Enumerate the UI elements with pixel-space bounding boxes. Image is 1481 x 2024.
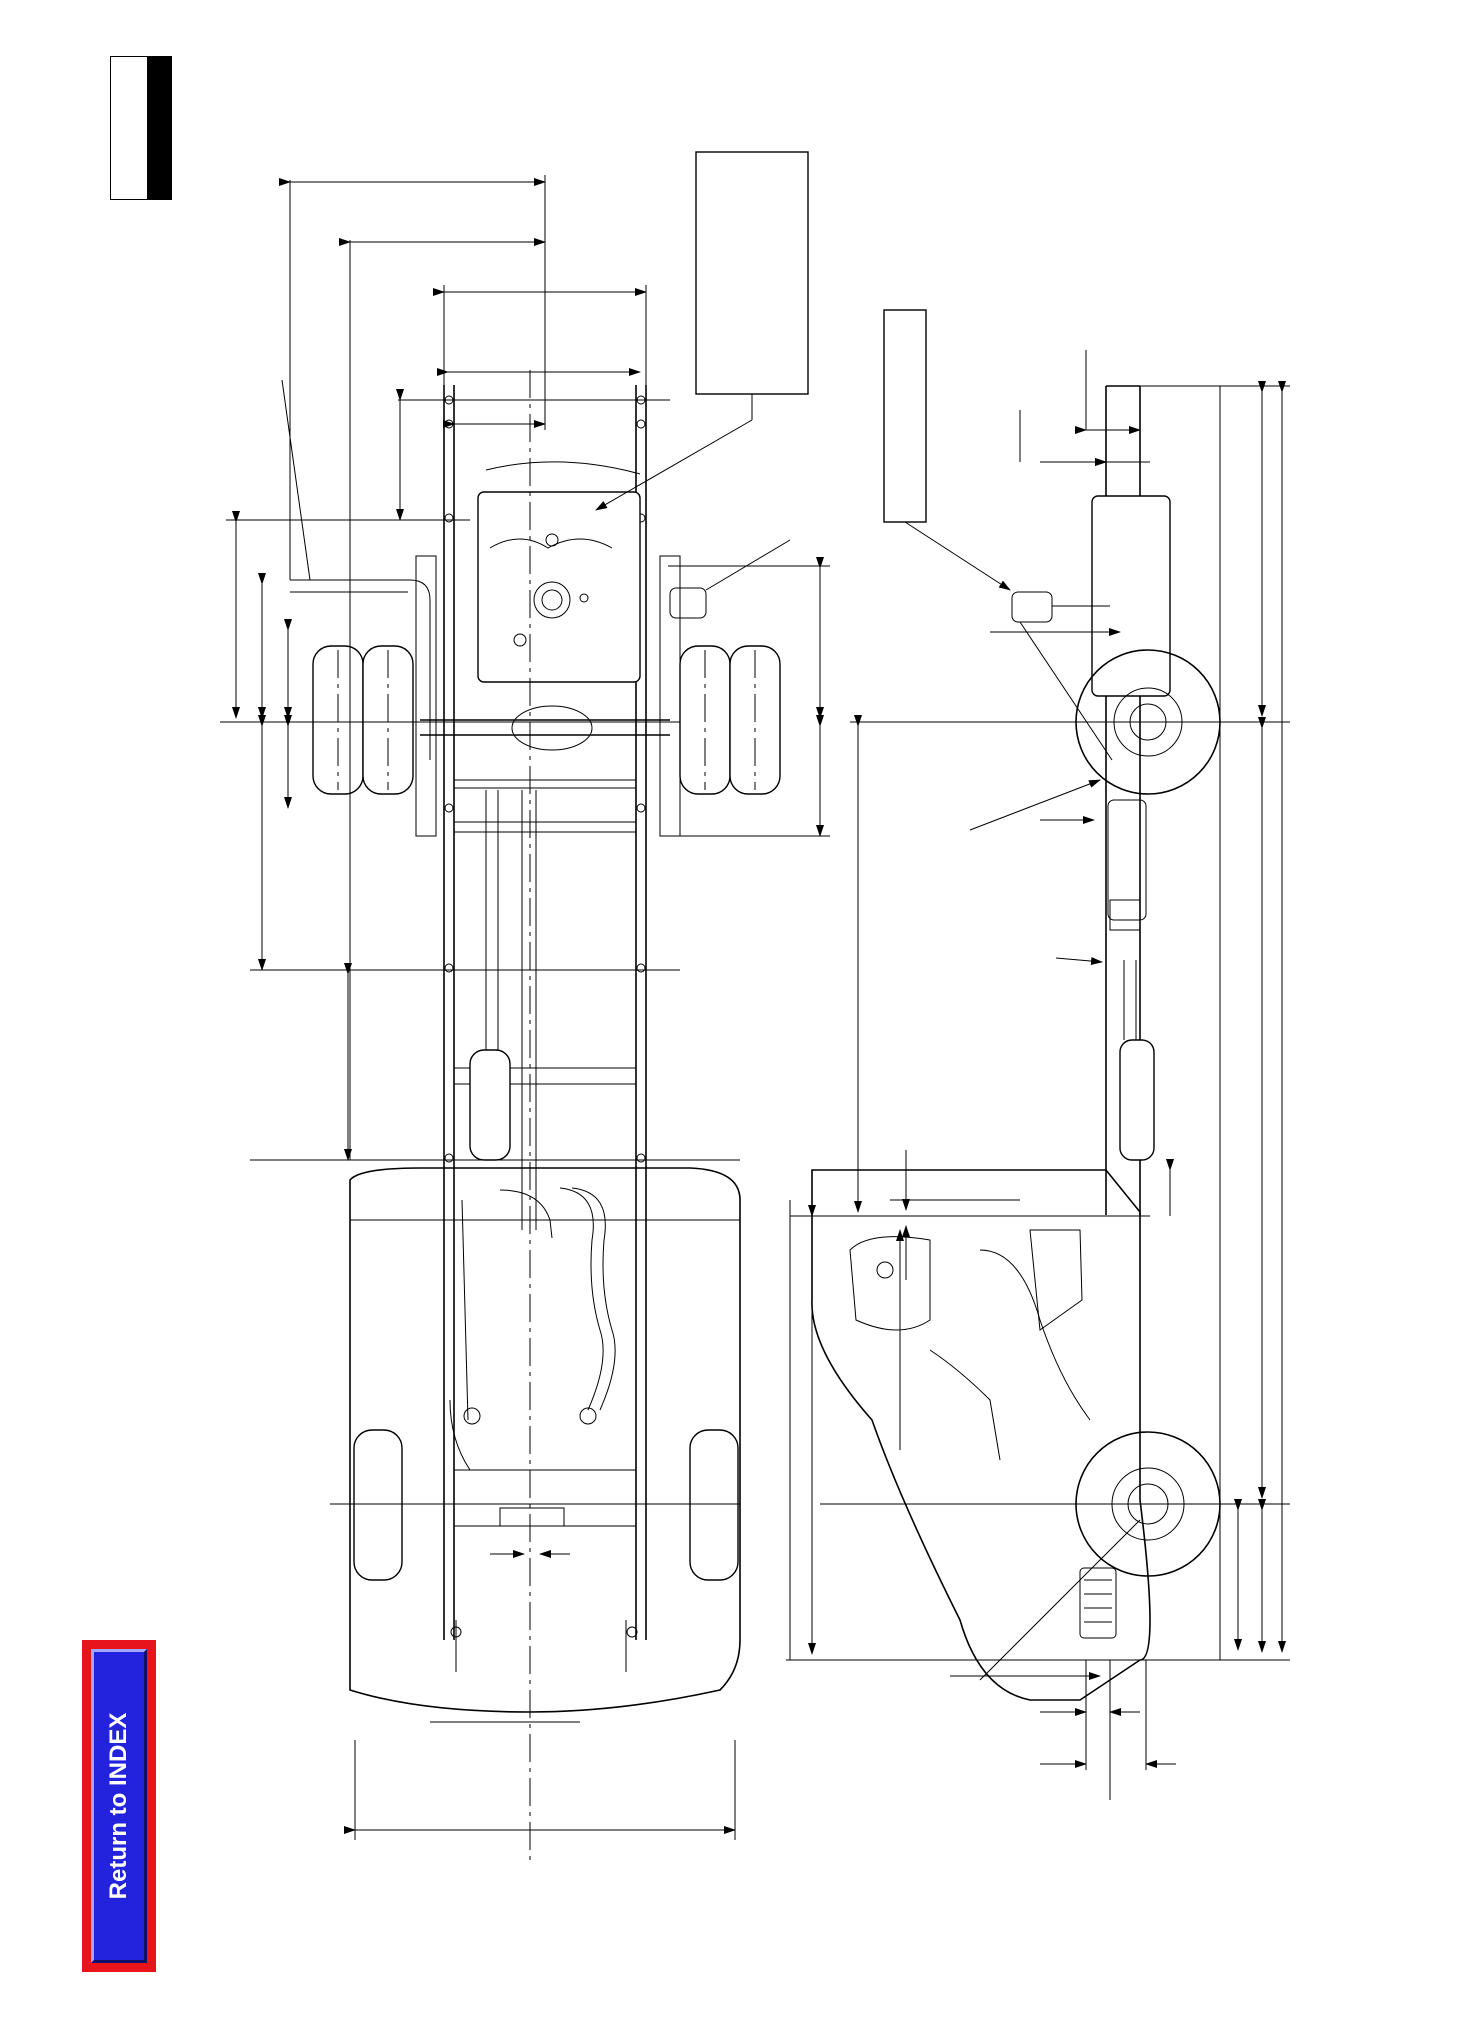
section-tab-marker: [110, 56, 172, 200]
return-to-index-button-face[interactable]: Return to INDEX: [91, 1649, 147, 1963]
section-tab-black-band: [147, 57, 171, 199]
top-view: [220, 151, 830, 1860]
return-to-index-label: Return to INDEX: [105, 1712, 132, 1900]
return-to-index-button[interactable]: Return to INDEX: [82, 1640, 156, 1972]
side-view: [786, 309, 1290, 1800]
